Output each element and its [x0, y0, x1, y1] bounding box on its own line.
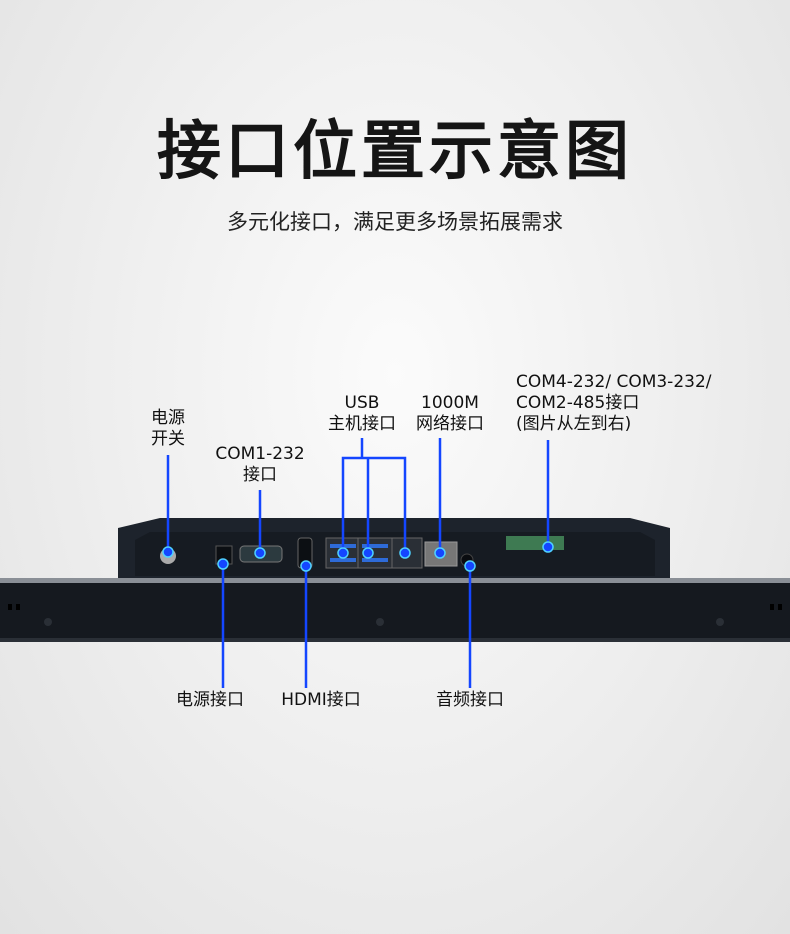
marker-dot — [464, 560, 476, 572]
marker-dot — [399, 547, 411, 559]
label-line: USB — [344, 393, 380, 413]
label-line: COM2-485接口 — [516, 393, 640, 413]
marker-dot — [300, 560, 312, 572]
label-power-switch: 电源 开关 — [140, 408, 196, 450]
page-title: 接口位置示意图 — [157, 115, 633, 189]
marker-dot — [362, 547, 374, 559]
label-dc-power: 电源接口 — [176, 690, 244, 710]
label-line: 主机接口 — [328, 414, 396, 434]
label-line: 电源 — [151, 408, 185, 428]
label-line: 接口 — [243, 465, 277, 485]
label-com1: COM1-232 接口 — [200, 444, 320, 486]
device-front-panel — [0, 578, 790, 642]
label-hdmi: HDMI接口 — [281, 690, 361, 710]
label-usb: USB 主机接口 — [312, 393, 412, 435]
marker-dot — [254, 547, 266, 559]
marker-dot — [337, 547, 349, 559]
label-line: 网络接口 — [416, 414, 484, 434]
label-line: COM4-232/ COM3-232/ — [516, 372, 712, 392]
label-com-multi: COM4-232/ COM3-232/ COM2-485接口 (图片从左到右) — [516, 372, 712, 435]
marker-dot — [542, 541, 554, 553]
label-line: 1000M — [421, 393, 479, 413]
marker-dot — [162, 546, 174, 558]
label-audio: 音频接口 — [436, 690, 504, 710]
page-subtitle: 多元化接口，满足更多场景拓展需求 — [227, 210, 563, 234]
marker-dot — [217, 558, 229, 570]
label-line: (图片从左到右) — [516, 414, 632, 434]
label-lan: 1000M 网络接口 — [408, 393, 492, 435]
label-line: 开关 — [151, 429, 185, 449]
marker-dot — [434, 547, 446, 559]
label-line: COM1-232 — [215, 444, 305, 464]
terminal-block — [506, 536, 564, 550]
